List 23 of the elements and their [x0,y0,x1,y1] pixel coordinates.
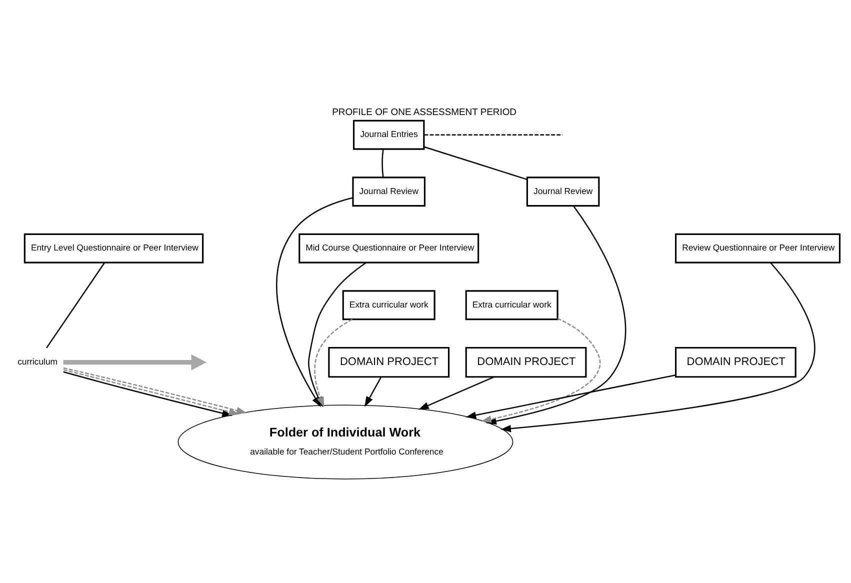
connector [424,146,528,180]
arrow [480,318,601,423]
node-box: DOMAIN PROJECT [328,346,450,378]
node-box: DOMAIN PROJECT [674,346,796,378]
arrow [466,374,676,419]
node-box: Entry Level Questionnaire or Peer Interview [24,233,204,264]
arrow [63,354,207,370]
arrow [500,262,816,432]
node-box: Journal Entries [352,120,425,150]
connector [424,134,562,136]
node-box: Extra curricular work [342,290,436,320]
diagram-title: PROFILE OF ONE ASSESSMENT PERIOD [332,106,517,118]
node-box: Extra curricular work [465,290,558,320]
node-text: curriculum [18,356,58,367]
node-box: Mid Course Questionnaire or Peer Interview [298,233,480,264]
node-box: Journal Review [526,176,600,207]
node-box: Review Questionnaire or Peer Interview [674,233,841,264]
arrow [364,376,382,407]
node-box: Journal Review [352,176,426,207]
connector [382,149,384,178]
connector [46,262,106,348]
node-box: DOMAIN PROJECT [465,346,587,378]
arrow [418,376,494,410]
